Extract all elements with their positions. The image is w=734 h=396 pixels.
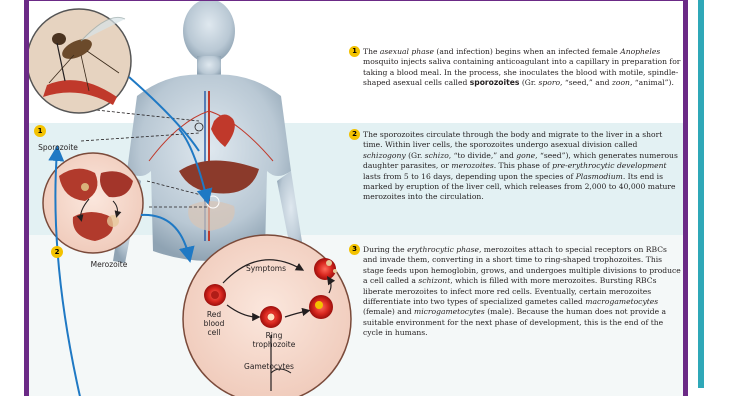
label-gametocytes: Gametocytes (237, 362, 301, 371)
label-sporozoite: Sporozoite (32, 143, 84, 152)
paragraph-number-1: 1 (349, 46, 360, 57)
paragraph-number-2: 2 (349, 129, 360, 140)
label-symptoms: Symptoms (241, 264, 291, 273)
textbook-page: 1 Sporozoite 2 Merozoite Symptoms Red bl… (24, 0, 688, 396)
step-badge-1: 1 (34, 125, 46, 137)
paragraph-number-3: 3 (349, 244, 360, 255)
label-merozoite: Merozoite (79, 260, 139, 269)
paragraph-2: 2 The sporozoites circulate through the … (363, 130, 681, 203)
mosquito-circle (29, 9, 131, 113)
paragraph-1: 1 The asexual phase (and infection) begi… (363, 47, 681, 89)
label-ring-trophozoite: Ring trophozoite (251, 331, 297, 349)
human-body-icon (113, 1, 305, 263)
liver-circle (43, 153, 143, 253)
paragraph-3: 3 During the erythrocytic phase, merozoi… (363, 245, 681, 339)
right-margin (704, 0, 734, 388)
red-blood-cell-icon (204, 284, 226, 306)
left-margin (0, 0, 24, 388)
step-badge-2: 2 (51, 246, 63, 258)
malaria-lifecycle-illustration (29, 1, 359, 396)
label-red-blood-cell: Red blood cell (197, 310, 231, 337)
